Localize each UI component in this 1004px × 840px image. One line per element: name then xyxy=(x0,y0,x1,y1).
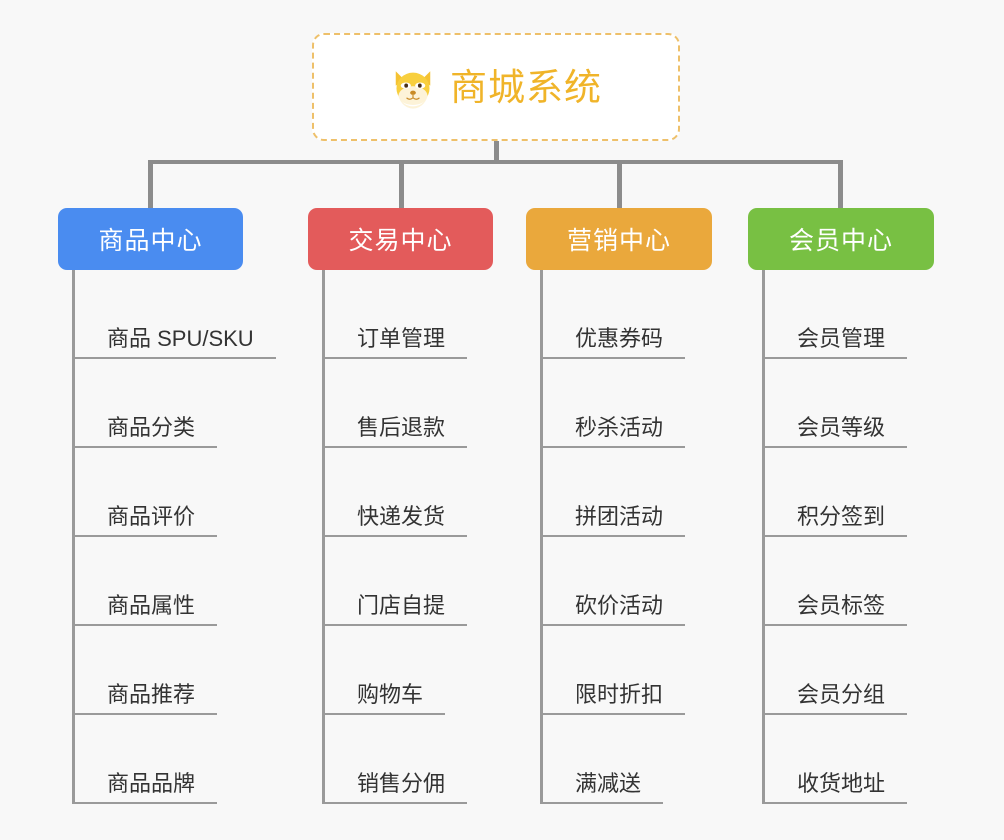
category-header-1[interactable]: 商品中心 xyxy=(58,208,243,270)
list-item[interactable]: 商品属性 xyxy=(75,537,288,626)
leaf-list-3: 优惠券码 秒杀活动 拼团活动 砍价活动 限时折扣 满减送 xyxy=(540,270,756,804)
connector-drop-4 xyxy=(838,160,843,210)
leaf-label: 限时折扣 xyxy=(543,681,686,715)
list-item[interactable]: 商品品牌 xyxy=(75,715,288,804)
leaf-label: 秒杀活动 xyxy=(543,414,686,448)
leaf-label: 商品 SPU/SKU xyxy=(75,325,276,359)
leaf-label: 满减送 xyxy=(543,770,664,804)
list-item[interactable]: 拼团活动 xyxy=(543,448,756,537)
leaf-label: 会员分组 xyxy=(765,681,908,715)
root-title: 商城系统 xyxy=(450,66,602,108)
list-item[interactable]: 会员管理 xyxy=(765,270,978,359)
leaf-list-2: 订单管理 售后退款 快递发货 门店自提 购物车 销售分佣 xyxy=(322,270,538,804)
leaf-label: 商品评价 xyxy=(75,503,218,537)
category-header-2[interactable]: 交易中心 xyxy=(308,208,493,270)
list-item[interactable]: 商品评价 xyxy=(75,448,288,537)
leaf-label: 商品品牌 xyxy=(75,770,218,804)
list-item[interactable]: 销售分佣 xyxy=(325,715,538,804)
leaf-list-4: 会员管理 会员等级 积分签到 会员标签 会员分组 收货地址 xyxy=(762,270,978,804)
leaf-label: 售后退款 xyxy=(325,414,468,448)
list-item[interactable]: 购物车 xyxy=(325,626,538,715)
list-item[interactable]: 会员等级 xyxy=(765,359,978,448)
branch-column-1: 商品中心 商品 SPU/SKU 商品分类 商品评价 商品属性 商品推荐 商品品牌 xyxy=(58,208,288,804)
leaf-label: 销售分佣 xyxy=(325,770,468,804)
list-item[interactable]: 售后退款 xyxy=(325,359,538,448)
list-item[interactable]: 订单管理 xyxy=(325,270,538,359)
branch-column-3: 营销中心 优惠券码 秒杀活动 拼团活动 砍价活动 限时折扣 满减送 xyxy=(526,208,756,804)
leaf-list-1: 商品 SPU/SKU 商品分类 商品评价 商品属性 商品推荐 商品品牌 xyxy=(72,270,288,804)
leaf-label: 商品分类 xyxy=(75,414,218,448)
list-item[interactable]: 商品推荐 xyxy=(75,626,288,715)
list-item[interactable]: 积分签到 xyxy=(765,448,978,537)
leaf-label: 收货地址 xyxy=(765,770,908,804)
connector-drop-2 xyxy=(399,160,404,210)
leaf-label: 会员管理 xyxy=(765,325,908,359)
list-item[interactable]: 门店自提 xyxy=(325,537,538,626)
list-item[interactable]: 秒杀活动 xyxy=(543,359,756,448)
shiba-dog-icon xyxy=(395,71,431,109)
leaf-label: 优惠券码 xyxy=(543,325,686,359)
leaf-label: 商品属性 xyxy=(75,592,218,626)
list-item[interactable]: 限时折扣 xyxy=(543,626,756,715)
list-item[interactable]: 优惠券码 xyxy=(543,270,756,359)
leaf-label: 订单管理 xyxy=(325,325,468,359)
list-item[interactable]: 砍价活动 xyxy=(543,537,756,626)
list-item[interactable]: 收货地址 xyxy=(765,715,978,804)
leaf-label: 会员标签 xyxy=(765,592,908,626)
leaf-label: 拼团活动 xyxy=(543,503,686,537)
connector-bus xyxy=(150,160,843,164)
connector-drop-1 xyxy=(148,160,153,210)
leaf-label: 商品推荐 xyxy=(75,681,218,715)
list-item[interactable]: 满减送 xyxy=(543,715,756,804)
leaf-label: 门店自提 xyxy=(325,592,468,626)
branch-column-4: 会员中心 会员管理 会员等级 积分签到 会员标签 会员分组 收货地址 xyxy=(748,208,978,804)
list-item[interactable]: 会员分组 xyxy=(765,626,978,715)
category-header-3[interactable]: 营销中心 xyxy=(526,208,712,270)
connector-stem xyxy=(494,141,499,163)
list-item[interactable]: 会员标签 xyxy=(765,537,978,626)
leaf-label: 购物车 xyxy=(325,681,446,715)
connector-drop-3 xyxy=(617,160,622,210)
category-header-4[interactable]: 会员中心 xyxy=(748,208,934,270)
root-node[interactable]: 商城系统 xyxy=(312,33,680,141)
leaf-label: 会员等级 xyxy=(765,414,908,448)
leaf-label: 砍价活动 xyxy=(543,592,686,626)
list-item[interactable]: 商品 SPU/SKU xyxy=(75,270,288,359)
list-item[interactable]: 商品分类 xyxy=(75,359,288,448)
branch-column-2: 交易中心 订单管理 售后退款 快递发货 门店自提 购物车 销售分佣 xyxy=(308,208,538,804)
leaf-label: 快递发货 xyxy=(325,503,468,537)
list-item[interactable]: 快递发货 xyxy=(325,448,538,537)
leaf-label: 积分签到 xyxy=(765,503,908,537)
